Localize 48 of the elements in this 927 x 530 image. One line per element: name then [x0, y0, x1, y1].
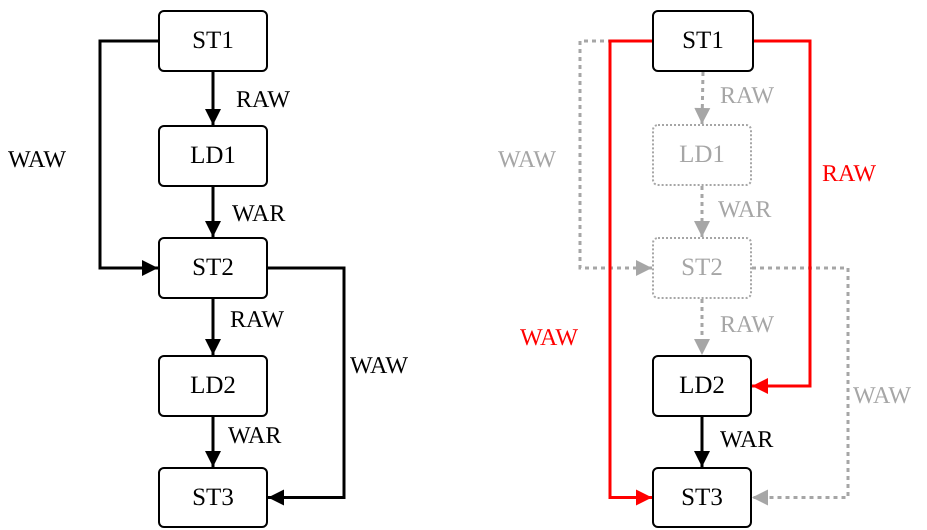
- edge-label: RAW: [236, 88, 290, 112]
- edge-label: WAW: [350, 354, 408, 378]
- process-box: [652, 10, 754, 72]
- node-label: LD1: [190, 142, 236, 170]
- node-label: ST1: [192, 27, 234, 55]
- edge-label: WAW: [520, 326, 578, 350]
- node-label: ST1: [682, 27, 724, 55]
- process-box: [158, 125, 268, 187]
- arrow: [608, 40, 652, 506]
- arrow: [268, 266, 346, 506]
- process-box: [158, 237, 268, 299]
- process-box: [652, 237, 752, 299]
- arrow: [752, 40, 812, 394]
- arrow: [578, 40, 652, 276]
- arrow: [205, 299, 221, 355]
- edge-label: WAR: [718, 198, 772, 222]
- edge-label: RAW: [822, 162, 876, 186]
- process-box: [652, 124, 752, 186]
- arrow: [205, 187, 221, 237]
- edge-label: WAW: [853, 384, 912, 408]
- arrow: [205, 417, 221, 467]
- arrow: [694, 186, 710, 237]
- arrow: [694, 417, 710, 467]
- process-box: [652, 467, 752, 528]
- process-box: [158, 355, 268, 417]
- node-label: ST2: [192, 254, 234, 282]
- edge-label: WAR: [228, 424, 282, 448]
- edge-label: WAR: [232, 202, 286, 226]
- edge-label: WAR: [720, 428, 774, 452]
- node-label: ST3: [192, 484, 234, 512]
- process-box: [652, 355, 752, 417]
- node-label: ST2: [681, 254, 723, 282]
- node-label: LD2: [679, 372, 725, 400]
- edge-label: WAW: [498, 148, 556, 172]
- node-label: LD1: [679, 141, 725, 169]
- node-label: ST3: [681, 484, 723, 512]
- arrow: [752, 266, 850, 506]
- arrow: [694, 299, 710, 355]
- edge-label: WAW: [8, 148, 66, 172]
- arrow: [205, 72, 221, 125]
- arrow: [694, 72, 710, 124]
- process-box: [158, 467, 268, 528]
- node-label: LD2: [190, 372, 236, 400]
- edge-label: RAW: [230, 308, 284, 332]
- edge-label: RAW: [720, 84, 774, 108]
- process-box: [158, 10, 268, 72]
- arrow: [98, 40, 158, 276]
- edge-label: RAW: [720, 313, 774, 337]
